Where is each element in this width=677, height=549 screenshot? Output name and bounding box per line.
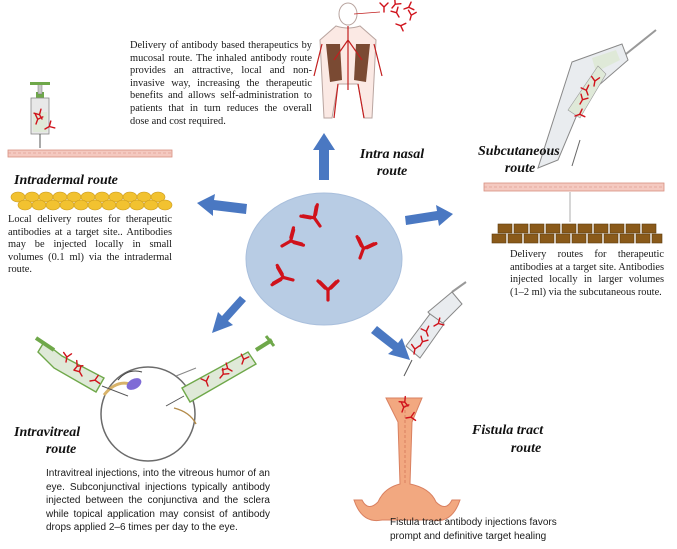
syringe-icon bbox=[537, 29, 657, 169]
arrow-intranasal bbox=[313, 133, 335, 180]
intranasal-title-line1: Intra nasal bbox=[359, 147, 425, 162]
central-antibody-hub bbox=[245, 192, 403, 326]
arrow-fistula bbox=[371, 326, 410, 360]
subcutaneous-title-line2: route bbox=[504, 161, 536, 176]
fistula-description: Fistula tract antibody injections favors… bbox=[390, 517, 557, 542]
syringe-icon bbox=[30, 82, 56, 148]
arrow-intravitreal bbox=[212, 296, 246, 333]
eye-icon bbox=[100, 366, 197, 462]
syringe-icon bbox=[403, 281, 467, 377]
skin-layer-icon bbox=[483, 182, 665, 244]
syringe-icon bbox=[34, 336, 129, 397]
arrow-subcutaneous bbox=[405, 205, 453, 226]
arrow-intradermal bbox=[197, 194, 247, 216]
intradermal-title: Intradermal route bbox=[14, 173, 118, 188]
fistula-title-line1: Fistula tract bbox=[472, 423, 544, 438]
intranasal-description: Delivery of antibody based therapeutics … bbox=[130, 40, 312, 127]
subcutaneous-description: Delivery routes for therapeutic antibodi… bbox=[510, 249, 664, 298]
fistula-tract-icon bbox=[353, 395, 461, 522]
intradermal-description: Local delivery routes for therapeutic an… bbox=[8, 214, 172, 276]
lungs-icon bbox=[313, 0, 417, 119]
subcutaneous-title-line1: Subcutaneous bbox=[478, 144, 560, 159]
skin-layer-icon bbox=[7, 149, 173, 211]
syringe-icon bbox=[165, 335, 276, 407]
intravitreal-title-line1: Intravitreal bbox=[14, 425, 81, 440]
intravitreal-description: Intravitreal injections, into the vitreo… bbox=[46, 468, 270, 534]
intravitreal-title-line2: route bbox=[45, 442, 77, 457]
fistula-title-line2: route bbox=[510, 441, 542, 456]
intranasal-title-line2: route bbox=[376, 164, 408, 179]
